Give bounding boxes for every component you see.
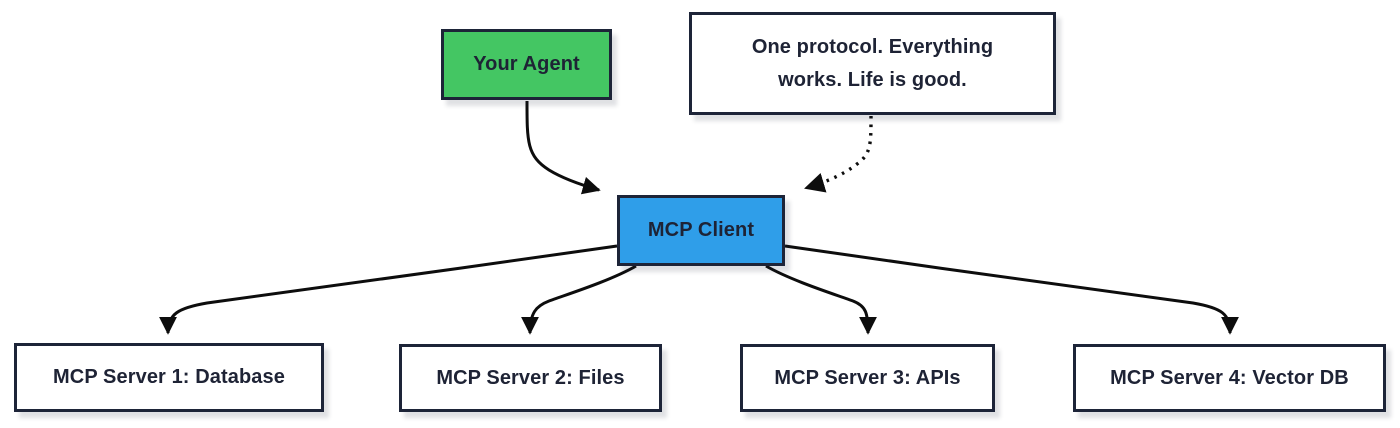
arrow-client-to-server-3 [765,264,877,335]
arrow-note-to-client [804,115,873,193]
client-node: MCP Client [617,195,785,266]
server-node-database: MCP Server 1: Database [14,343,324,412]
agent-node: Your Agent [441,29,612,100]
arrow-client-to-server-2 [521,264,637,335]
server-node-apis: MCP Server 3: APIs [740,344,995,412]
arrow-client-to-server-1 [159,244,618,335]
server-label: MCP Server 4: Vector DB [1110,366,1349,389]
note-line-2: works. Life is good. [778,68,967,91]
server-node-files: MCP Server 2: Files [399,344,662,412]
agent-label: Your Agent [473,53,580,75]
server-label: MCP Server 2: Files [436,366,625,389]
server-label: MCP Server 3: APIs [774,366,961,389]
client-label: MCP Client [647,219,755,241]
server-node-vector-db: MCP Server 4: Vector DB [1073,344,1386,412]
note-line-1: One protocol. Everything [751,35,994,58]
arrow-agent-to-client [525,100,601,195]
note-box: One protocol. Everything works. Life is … [689,12,1056,115]
arrow-client-to-server-4 [784,244,1239,335]
server-label: MCP Server 1: Database [53,366,285,388]
